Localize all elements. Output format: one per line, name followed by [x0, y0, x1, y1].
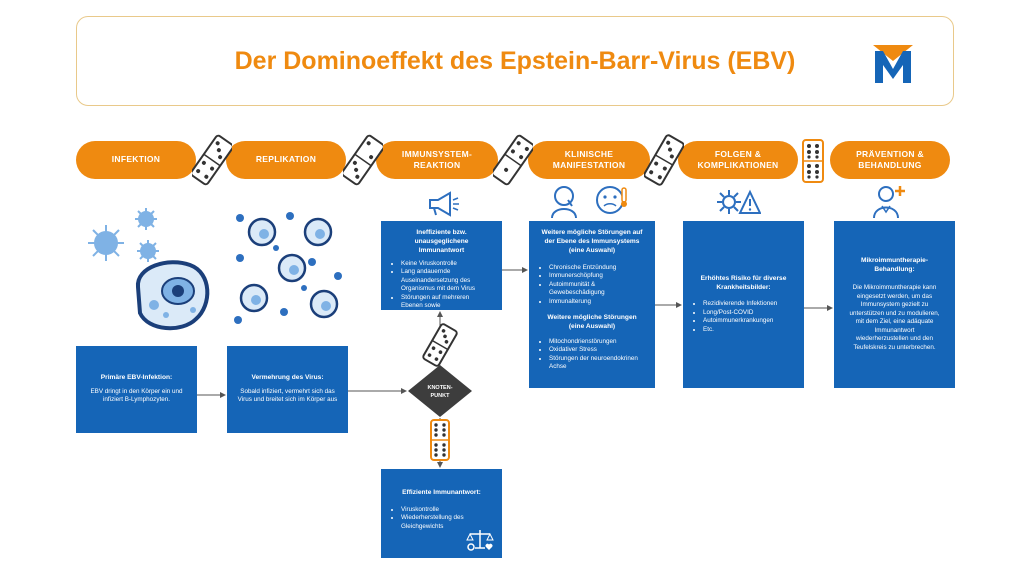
- megaphone-icon: [429, 191, 459, 217]
- node-label-line2: PUNKT: [431, 393, 451, 399]
- node-label-line1: KNOTEN-: [427, 385, 452, 391]
- decision-node: KNOTEN- PUNKT: [408, 365, 472, 417]
- b-cell-icon: [136, 260, 210, 331]
- list-item: Keine Viruskontrolle: [401, 260, 492, 269]
- domino-icon: [493, 134, 533, 186]
- box-text: Sobald infiziert, vermehrt sich das Viru…: [237, 387, 338, 404]
- stage-label: FOLGEN & KOMPLIKATIONEN: [697, 148, 779, 170]
- domino-icon: [343, 134, 383, 186]
- domino-icon: [644, 134, 684, 186]
- list-item: Viruskontrolle: [401, 506, 492, 515]
- stage-folgen-komplikationen: FOLGEN & KOMPLIKATIONEN: [678, 141, 798, 179]
- list-item: Autoimmunität & Gewebeschädigung: [549, 281, 645, 298]
- box-list: Mitochondrienstörungen Oxidativer Stress…: [539, 338, 645, 372]
- list-item: Autoimmunerkrankungen: [703, 317, 794, 326]
- page-title: Der Dominoeffekt des Epstein-Barr-Virus …: [234, 47, 796, 75]
- box-folgen-komplikationen: Erhöhtes Risiko für diverse Krankheitsbi…: [683, 221, 804, 388]
- title-banner: Der Dominoeffekt des Epstein-Barr-Virus …: [76, 16, 954, 106]
- list-item: Störungen der neuroendokrinen Achse: [549, 355, 645, 372]
- box-title: Erhöhtes Risiko für diverse Krankheitsbi…: [700, 274, 787, 291]
- box-list: Chronische Entzündung Immunerschöpfung A…: [539, 264, 645, 307]
- list-item: Mitochondrienstörungen: [549, 338, 645, 347]
- stage-label: REPLIKATION: [255, 154, 317, 165]
- box-effiziente-immunantwort: Effiziente Immunantwort: Viruskontrolle …: [381, 469, 502, 558]
- virus-cell-illustration: [88, 208, 210, 331]
- stage-praevention-behandlung: PRÄVENTION & BEHANDLUNG: [830, 141, 950, 179]
- box-title: Weitere mögliche Störungen auf der Ebene…: [541, 229, 643, 254]
- box-title: Mikroimmuntherapie-Behandlung:: [860, 256, 929, 273]
- domino-upright-icon: [430, 419, 450, 461]
- box-subtitle: Weitere mögliche Störungen (eine Auswahl…: [547, 314, 637, 331]
- stage-label: IMMUNSYSTEM-REAKTION: [401, 148, 473, 170]
- box-title: Effiziente Immunantwort:: [402, 489, 481, 496]
- box-text: Die Mikroimmuntherapie kann eingesetzt w…: [849, 284, 940, 351]
- stage-klinische-manifestation: KLINISCHE MANIFESTATION: [528, 141, 650, 179]
- virus-warning-icon: [717, 189, 761, 214]
- list-item: Störungen auf mehreren Ebenen sowie Gewe…: [401, 294, 492, 320]
- stage-infektion: INFEKTION: [76, 141, 196, 179]
- domino-icon: [192, 134, 232, 186]
- list-item: Oxidativer Stress: [549, 346, 645, 355]
- list-item: Lang andauernde Auseinandersetzung des O…: [401, 268, 492, 294]
- list-item: Wiederherstellung des Gleichgewichts: [401, 514, 492, 531]
- list-item: Immunalterung: [549, 298, 645, 307]
- balance-gear-heart-icon: [466, 530, 494, 551]
- box-text: EBV dringt in den Körper ein und infizie…: [90, 387, 183, 404]
- box-klinische-manifestation: Weitere mögliche Störungen auf der Ebene…: [529, 221, 655, 388]
- list-item: Long/Post-COVID: [703, 309, 794, 318]
- stage-label: PRÄVENTION & BEHANDLUNG: [856, 148, 924, 170]
- stage-immunsystem-reaktion: IMMUNSYSTEM-REAKTION: [376, 141, 498, 179]
- virus-icon: [88, 208, 159, 262]
- sick-person-icon: [551, 186, 627, 218]
- infected-cells-illustration: [234, 212, 342, 324]
- box-primaere-infektion: Primäre EBV-Infektion: EBV dringt in den…: [76, 346, 197, 433]
- box-title: Ineffiziente bzw. unausgeglichene Immuna…: [414, 229, 469, 254]
- list-item: Rezidivierende Infektionen: [703, 300, 794, 309]
- list-item: Chronische Entzündung: [549, 264, 645, 273]
- box-ineffiziente-immunantwort: Ineffiziente bzw. unausgeglichene Immuna…: [381, 221, 502, 318]
- list-item: Etc.: [703, 326, 794, 335]
- domino-upright-icon: [802, 139, 824, 183]
- doctor-icon: [873, 186, 905, 218]
- domino-icon: [422, 323, 458, 367]
- box-mikroimmuntherapie: Mikroimmuntherapie-Behandlung: Die Mikro…: [834, 221, 955, 388]
- stage-label: KLINISCHE MANIFESTATION: [552, 148, 626, 170]
- stage-replikation: REPLIKATION: [226, 141, 346, 179]
- box-title: Primäre EBV-Infektion:: [100, 374, 173, 382]
- brand-logo-icon: [873, 45, 913, 83]
- box-list: Rezidivierende Infektionen Long/Post-COV…: [693, 300, 794, 334]
- list-item: Immunerschöpfung: [549, 272, 645, 281]
- box-title: Vermehrung des Virus:: [251, 374, 324, 382]
- stage-label: INFEKTION: [111, 154, 161, 165]
- box-list: Viruskontrolle Wiederherstellung des Gle…: [391, 506, 492, 532]
- box-list: Keine Viruskontrolle Lang andauernde Aus…: [391, 260, 492, 320]
- box-vermehrung: Vermehrung des Virus: Sobald infiziert, …: [227, 346, 348, 433]
